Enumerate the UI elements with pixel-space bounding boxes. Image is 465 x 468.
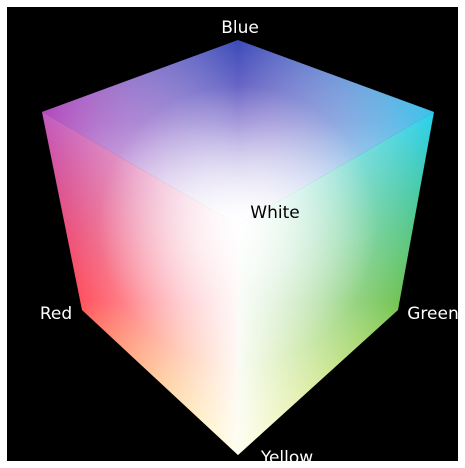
label-white: White [250,203,299,223]
label-green: Green [407,304,458,324]
label-yellow: Yellow [260,448,313,468]
label-red: Red [40,304,72,324]
label-blue: Blue [221,18,259,38]
